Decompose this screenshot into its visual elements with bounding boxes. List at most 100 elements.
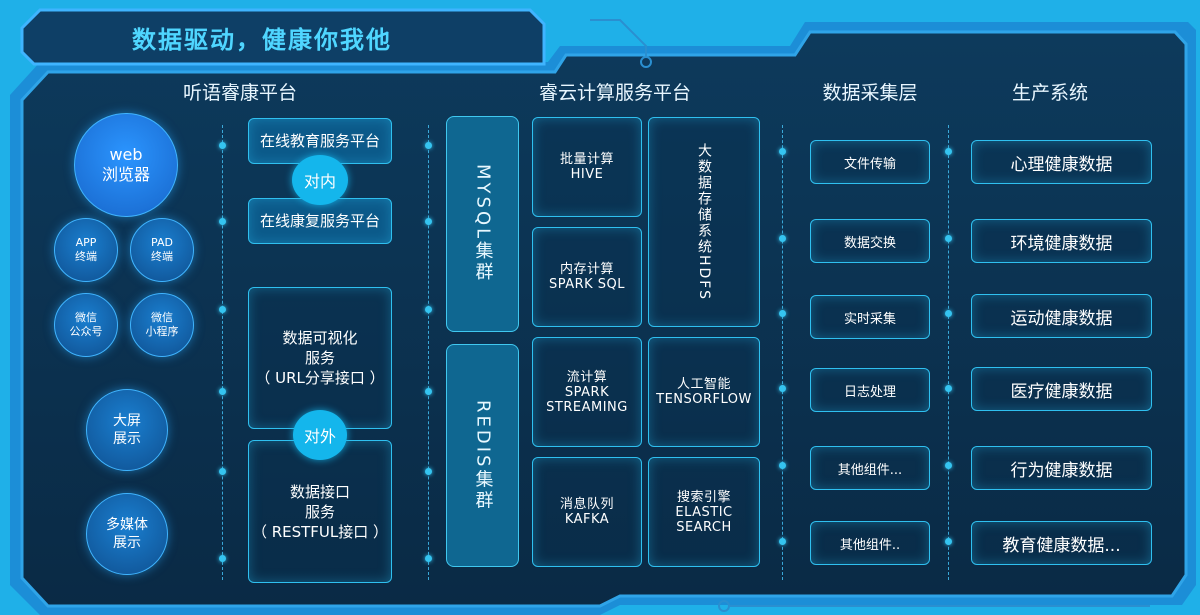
redis-cluster[interactable]: REDIS集群	[446, 344, 519, 567]
service-label: 在线康复服务平台	[259, 212, 380, 230]
client-app-terminal[interactable]: APP 终端	[54, 218, 118, 282]
connector-dot	[219, 388, 226, 395]
client-label-line1: 多媒体	[106, 517, 148, 533]
client-wechat-official[interactable]: 微信 公众号	[54, 293, 118, 357]
compute-label-line2: HIVE	[570, 167, 604, 182]
section-header-production: 生产系统	[1011, 82, 1088, 104]
compute-stream[interactable]: 流计算 SPARK STREAMING	[532, 337, 642, 447]
connector-dot	[779, 538, 786, 545]
client-label-line2: 展示	[113, 535, 141, 551]
connector-dot	[779, 385, 786, 392]
client-label-line1: 微信	[75, 311, 97, 324]
connector-dot	[219, 218, 226, 225]
connector-dot	[425, 142, 432, 149]
mysql-cluster[interactable]: MYSQL集群	[446, 116, 519, 332]
compute-label-line3: SEARCH	[676, 519, 732, 535]
acquisition-item[interactable]: 其他组件..	[810, 521, 930, 565]
client-label-line1: 微信	[151, 311, 173, 324]
connector-dot	[945, 538, 952, 545]
connector-dot	[779, 462, 786, 469]
client-bigscreen[interactable]: 大屏 展示	[86, 389, 168, 471]
service-label-line1: 数据接口	[289, 482, 350, 501]
connector-dot	[779, 310, 786, 317]
compute-label-line2: TENSORFLOW	[656, 392, 752, 407]
storage-hdfs[interactable]: 大数据存储系统HDFS	[648, 117, 760, 327]
section-header-acquisition: 数据采集层	[822, 82, 918, 104]
client-label-line2: 浏览器	[101, 165, 150, 184]
connector-dot	[425, 468, 432, 475]
production-item[interactable]: 运动健康数据	[971, 294, 1152, 338]
client-label-line2: 公众号	[69, 325, 103, 338]
connector-dot	[945, 235, 952, 242]
page-title: 数据驱动，健康你我他	[132, 25, 392, 54]
acquisition-item[interactable]: 数据交换	[810, 219, 930, 263]
service-label-line2: 服务	[304, 502, 335, 521]
connector-dot	[425, 306, 432, 313]
client-label-line1: APP	[75, 236, 97, 249]
connector-dot	[945, 385, 952, 392]
connector-line	[428, 125, 429, 580]
connector-dot	[219, 468, 226, 475]
compute-label-line1: 消息队列	[559, 497, 614, 512]
service-online-rehab[interactable]: 在线康复服务平台	[248, 198, 392, 244]
connector-dot	[219, 142, 226, 149]
connector-dot	[945, 148, 952, 155]
production-item[interactable]: 环境健康数据	[971, 219, 1152, 263]
internal-badge: 对内	[292, 155, 348, 205]
acquisition-item[interactable]: 日志处理	[810, 368, 930, 412]
connector-dot	[779, 235, 786, 242]
production-item[interactable]: 心理健康数据	[971, 140, 1152, 184]
acquisition-item[interactable]: 其他组件...	[810, 446, 930, 490]
service-label-line3: （ RESTFUL接口 ）	[251, 522, 389, 541]
compute-ai[interactable]: 人工智能 TENSORFLOW	[648, 337, 760, 447]
compute-label-line1: 流计算	[566, 369, 608, 385]
compute-label-line3: STREAMING	[546, 399, 628, 415]
compute-label-line1: 人工智能	[676, 377, 731, 392]
production-item[interactable]: 医疗健康数据	[971, 367, 1152, 411]
production-item[interactable]: 教育健康数据...	[971, 521, 1152, 565]
section-header-platform: 听语睿康平台	[182, 82, 297, 104]
client-label-line2: 终端	[75, 250, 97, 263]
service-data-api[interactable]: 数据接口 服务 （ RESTFUL接口 ）	[248, 440, 392, 583]
compute-queue[interactable]: 消息队列 KAFKA	[532, 457, 642, 567]
compute-label-line2: KAFKA	[564, 512, 610, 527]
compute-label-line2: SPARK	[564, 384, 610, 400]
client-label-line2: 小程序	[145, 325, 179, 338]
connector-line	[948, 125, 949, 580]
client-label-line2: 终端	[151, 250, 173, 263]
compute-label-line2: SPARK SQL	[548, 277, 626, 292]
client-wechat-mini[interactable]: 微信 小程序	[130, 293, 194, 357]
client-label-line1: web	[109, 145, 143, 164]
client-label-line1: PAD	[151, 236, 173, 249]
storage-label: 大数据存储系统HDFS	[696, 142, 712, 301]
service-label-line1: 数据可视化	[282, 329, 358, 347]
connector-line	[222, 125, 223, 580]
acquisition-item[interactable]: 实时采集	[810, 295, 930, 339]
cluster-label: REDIS集群	[472, 399, 494, 512]
connector-line	[782, 125, 783, 580]
connector-dot	[219, 306, 226, 313]
compute-batch[interactable]: 批量计算 HIVE	[532, 117, 642, 217]
service-label-line3: （ URL分享接口 ）	[255, 369, 385, 387]
service-label: 在线教育服务平台	[259, 132, 380, 150]
service-label-line2: 服务	[304, 349, 335, 367]
compute-label-line2: ELASTIC	[675, 504, 733, 520]
production-item[interactable]: 行为健康数据	[971, 446, 1152, 490]
connector-dot	[779, 148, 786, 155]
connector-dot	[425, 555, 432, 562]
connector-dot	[945, 310, 952, 317]
service-data-visualization[interactable]: 数据可视化 服务 （ URL分享接口 ）	[248, 287, 392, 429]
client-label-line1: 大屏	[113, 413, 141, 429]
compute-label-line1: 内存计算	[559, 262, 614, 277]
external-badge: 对外	[293, 410, 347, 460]
connector-dot	[945, 462, 952, 469]
connector-dot	[219, 555, 226, 562]
client-pad-terminal[interactable]: PAD 终端	[130, 218, 194, 282]
cluster-label: MYSQL集群	[472, 164, 494, 284]
compute-search[interactable]: 搜索引擎 ELASTIC SEARCH	[648, 457, 760, 567]
acquisition-item[interactable]: 文件传输	[810, 140, 930, 184]
client-multimedia[interactable]: 多媒体 展示	[86, 493, 168, 575]
connector-dot	[425, 388, 432, 395]
client-web-browser[interactable]: web 浏览器	[74, 113, 178, 217]
compute-memory[interactable]: 内存计算 SPARK SQL	[532, 227, 642, 327]
